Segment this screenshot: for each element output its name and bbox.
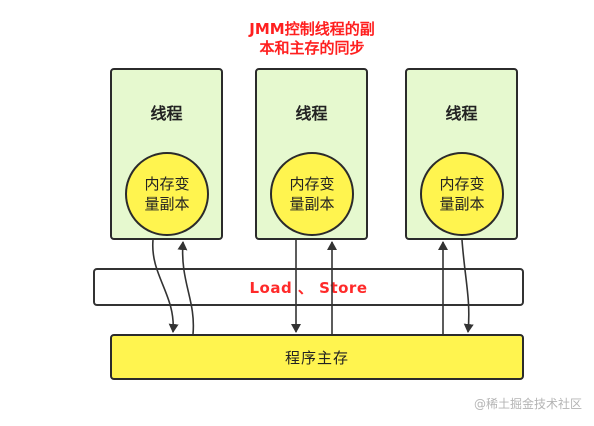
diagram-title: JMM控制线程的副 本和主存的同步 — [222, 20, 402, 58]
thread-label: 线程 — [150, 104, 183, 123]
arrow-up-1 — [177, 241, 195, 335]
thread-label: 线程 — [445, 104, 478, 123]
memory-variable-copy: 内存变量副本 — [420, 152, 504, 236]
thread-box-3: 线程 内存变量副本 — [405, 68, 518, 240]
thread-box-2: 线程 内存变量副本 — [255, 68, 368, 240]
load-store-bar: Load 、 Store — [93, 268, 524, 306]
watermark: @稀土掘金技术社区 — [473, 397, 582, 411]
memory-variable-copy: 内存变量副本 — [125, 152, 209, 236]
arrow-down-1 — [152, 239, 179, 333]
thread-box-1: 线程 内存变量副本 — [110, 68, 223, 240]
memory-variable-copy: 内存变量副本 — [270, 152, 354, 236]
thread-label: 线程 — [295, 104, 328, 123]
arrow-down-3 — [461, 239, 474, 333]
title-line-2: 本和主存的同步 — [259, 39, 365, 57]
title-line-1: JMM控制线程的副 — [249, 20, 375, 38]
main-memory-box: 程序主存 — [110, 334, 524, 380]
